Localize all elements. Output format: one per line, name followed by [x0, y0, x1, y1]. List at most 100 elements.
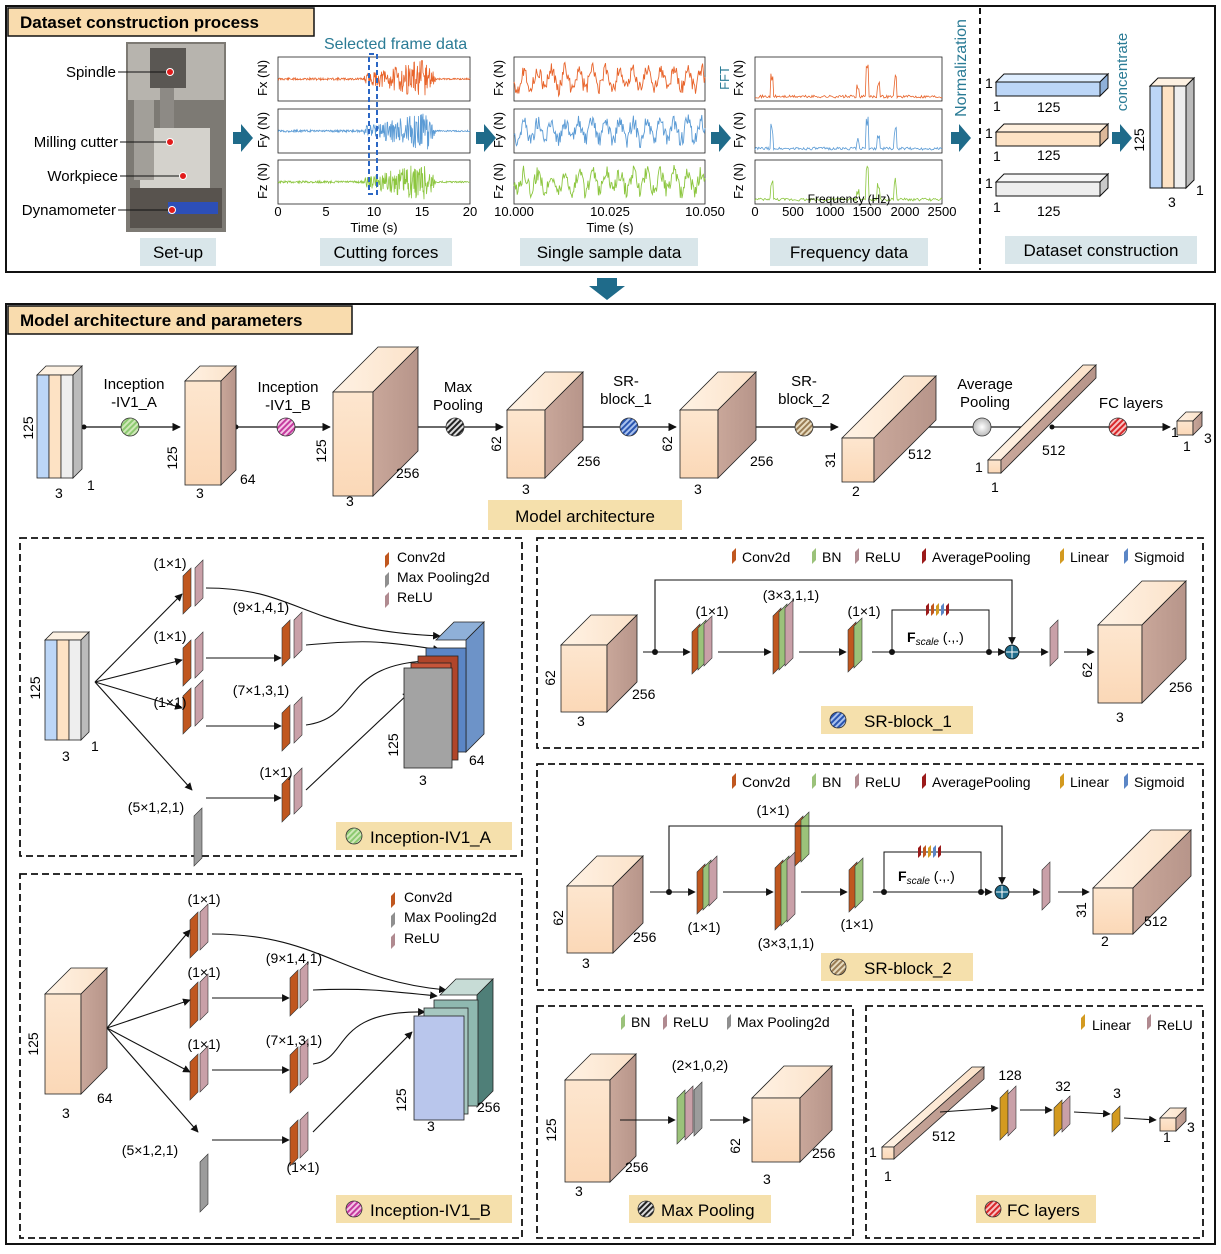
svg-text:(3×3,1,1): (3×3,1,1) [758, 935, 814, 951]
svg-text:ReLU: ReLU [404, 930, 440, 946]
svg-text:1: 1 [87, 477, 95, 493]
plot-frame [514, 57, 705, 101]
legend-swatch [922, 773, 926, 789]
cutting-forces-caption: Cutting forces [320, 238, 452, 266]
relu-slab [200, 904, 208, 950]
bn-slab [855, 858, 863, 908]
cf-xticks: 0 5 10 15 20 [274, 204, 477, 219]
op-label-line: SR- [791, 373, 817, 390]
fscale-slab [926, 603, 929, 616]
legend-swatch [812, 548, 816, 564]
block-fc-out [1177, 412, 1202, 435]
output-side [466, 622, 484, 752]
svg-text:(1×1): (1×1) [187, 891, 220, 907]
svg-text:0: 0 [751, 204, 758, 219]
dataset-title: Dataset construction process [20, 13, 259, 32]
fscale-slab [918, 845, 921, 858]
svg-text:512: 512 [1144, 913, 1168, 929]
svg-text:10.000: 10.000 [494, 204, 534, 219]
svg-text:1: 1 [975, 459, 983, 475]
fr-xticks: 0 500 1000 1500 2000 2500 [751, 204, 956, 219]
op-label-line: block_2 [778, 391, 830, 408]
legend-swatch [732, 773, 736, 789]
svg-text:2000: 2000 [891, 204, 920, 219]
fscale-slab [936, 603, 939, 616]
svg-text:(1×1): (1×1) [187, 964, 220, 980]
conv-slab [282, 776, 290, 822]
svg-text:1: 1 [1183, 438, 1191, 454]
svg-text:SR-block_2: SR-block_2 [864, 959, 952, 978]
label-spindle: Spindle [66, 64, 116, 81]
svg-text:3: 3 [346, 493, 354, 509]
svg-text:1: 1 [985, 125, 993, 141]
conv-slab [183, 568, 191, 614]
concentrate-label: concentrate [1114, 33, 1131, 111]
svg-text:125: 125 [164, 446, 180, 470]
inception-b-caption: Inception-IV1_B [336, 1195, 512, 1223]
bn-slab [854, 618, 862, 668]
svg-text:ReLU: ReLU [397, 589, 433, 605]
input-stack-side [73, 366, 82, 478]
block-front-face [988, 460, 1001, 473]
svg-text:3: 3 [62, 1105, 70, 1121]
conv-slab [290, 970, 298, 1016]
svg-text:(1×1): (1×1) [687, 919, 720, 935]
legend-label: Linear [1070, 774, 1109, 790]
relu-slab [294, 768, 302, 814]
relu-slab [1050, 620, 1058, 666]
svg-text:1: 1 [993, 199, 1001, 215]
svg-text:3: 3 [582, 955, 590, 971]
legend-label: Linear [1070, 549, 1109, 565]
svg-text:3: 3 [196, 485, 204, 501]
svg-text:Fscale (.,.): Fscale (.,.) [907, 629, 964, 648]
svg-text:SR-block_1: SR-block_1 [864, 712, 952, 731]
maxpool-caption: Max Pooling [629, 1195, 771, 1223]
inception-b-legend: Conv2d Max Pooling2d ReLU [391, 889, 497, 949]
relu-slab [300, 962, 308, 1008]
op-label-line: Inception [258, 379, 319, 396]
op-label-line: block_1 [600, 391, 652, 408]
normalization-label: Normalization [953, 19, 970, 117]
svg-text:Fz (N): Fz (N) [731, 163, 746, 199]
linear-slab [1054, 1100, 1062, 1136]
op-label: FC layers [1099, 395, 1163, 412]
input-channel [45, 640, 57, 740]
svg-text:3: 3 [427, 1118, 435, 1134]
svg-text:(7×1,3,1): (7×1,3,1) [266, 1032, 322, 1048]
maxpool-diagram [565, 1054, 832, 1182]
svg-text:(1×1): (1×1) [259, 764, 292, 780]
sr-block-2-fscale: Fscale (.,.) [898, 868, 955, 887]
svg-text:Conv2d: Conv2d [397, 549, 445, 565]
fc-legend: Linear ReLU [1081, 1014, 1193, 1033]
svg-text:(1×1): (1×1) [756, 802, 789, 818]
svg-text:256: 256 [632, 686, 656, 702]
svg-text:2: 2 [852, 483, 860, 499]
svg-text:FC layers: FC layers [1007, 1201, 1080, 1220]
fc-output-block [1160, 1108, 1186, 1131]
legend-label: ReLU [865, 549, 901, 565]
input-channel [37, 375, 49, 478]
svg-text:1: 1 [985, 175, 993, 191]
svg-text:125: 125 [1037, 99, 1061, 115]
fc-input-side [894, 1067, 984, 1159]
plot-frame [755, 109, 942, 153]
svg-text:1500: 1500 [853, 204, 882, 219]
junction-dot [666, 889, 672, 895]
svg-text:256: 256 [1169, 679, 1193, 695]
relu-slab [200, 974, 208, 1020]
svg-text:Cutting forces: Cutting forces [334, 243, 439, 262]
flow-arrow [1124, 1118, 1156, 1120]
op-labels: Inception-IV1_AInception-IV1_BMaxPooling… [104, 373, 1164, 414]
legend-swatch [1124, 548, 1128, 564]
svg-text:62: 62 [550, 910, 566, 926]
svg-text:Linear: Linear [1092, 1017, 1131, 1033]
fr-ylabels: Fx (N) Fy (N) Fz (N) [731, 60, 746, 199]
svg-text:125: 125 [1131, 128, 1147, 152]
legend-label: BN [822, 774, 841, 790]
svg-text:62: 62 [542, 670, 558, 686]
block-inception-a-out [185, 366, 236, 485]
svg-text:3: 3 [763, 1171, 771, 1187]
model-architecture-caption: Model architecture [488, 500, 682, 530]
legend-label: ReLU [865, 774, 901, 790]
